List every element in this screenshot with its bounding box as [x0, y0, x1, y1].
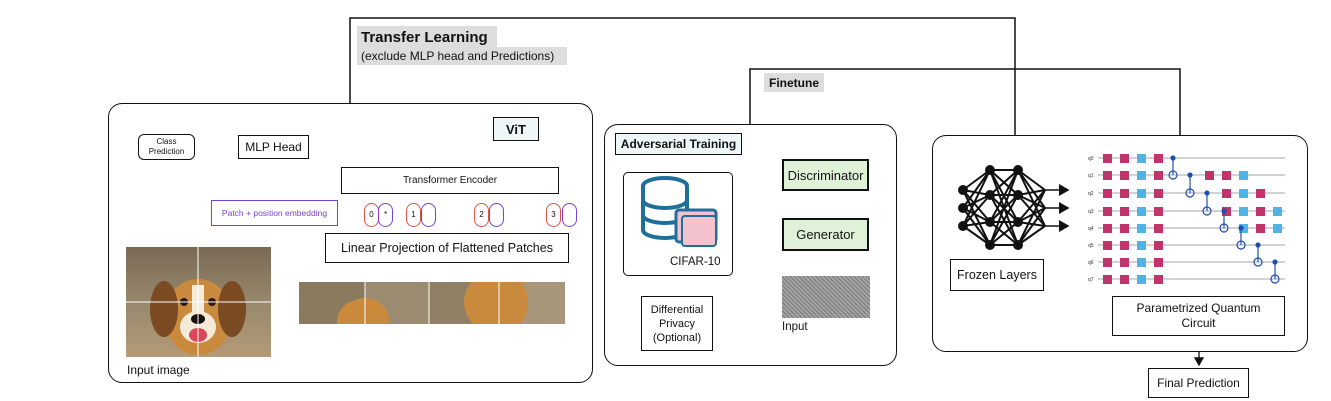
frozen-layers-box: Frozen Layers	[950, 259, 1044, 291]
token-pill-1b	[421, 203, 436, 227]
token-label-star: *	[383, 210, 388, 219]
vit-badge-text: ViT	[506, 121, 526, 137]
generator-box: Generator	[782, 218, 869, 251]
token-label-3: 3	[551, 210, 556, 219]
discriminator-text: Discriminator	[787, 167, 864, 183]
qubit-label-6: q6	[1088, 260, 1094, 266]
qubit-label-3: q3	[1088, 209, 1094, 215]
final-prediction-text: Final Prediction	[1157, 376, 1240, 390]
finetune-label: Finetune	[764, 73, 824, 92]
token-label-2: 2	[479, 210, 484, 219]
transfer-learning-subtitle: (exclude MLP head and Predictions)	[361, 49, 555, 63]
qubit-label-5: q5	[1088, 243, 1094, 249]
qubit-label-0: q0	[1088, 156, 1094, 162]
dog-illustration	[126, 247, 271, 357]
token-label-1: 1	[411, 210, 416, 219]
qubit-label-2: q2	[1088, 191, 1094, 197]
qubit-label-1: q1	[1088, 173, 1094, 179]
transformer-encoder-box: Transformer Encoder	[341, 167, 559, 194]
token-pill-1	[406, 203, 421, 227]
pqc-text: Parametrized Quantum Circuit	[1136, 301, 1261, 330]
qubit-label-7: q7	[1088, 277, 1094, 283]
token-pill-2	[474, 203, 489, 227]
patch-strip	[299, 282, 565, 324]
token-pill-3	[546, 203, 561, 227]
patch-strip-illustration	[299, 282, 565, 324]
token-pill-2b	[489, 203, 504, 227]
input-image-label: Input image	[127, 363, 190, 377]
token-pill-3b	[562, 203, 577, 227]
pqc-box: Parametrized Quantum Circuit	[1112, 296, 1285, 336]
patch-embedding-box: Patch + position embedding	[211, 200, 338, 226]
token-label-0: 0	[369, 210, 374, 219]
vit-badge: ViT	[493, 117, 539, 141]
input-image	[126, 247, 271, 357]
linear-projection-text: Linear Projection of Flattened Patches	[341, 241, 553, 255]
adversarial-title-text: Adversarial Training	[620, 137, 737, 151]
input-label: Input	[782, 321, 808, 333]
discriminator-box: Discriminator	[782, 159, 869, 191]
qubit-label-4: q4	[1088, 226, 1094, 232]
dp-text: Differential Privacy (Optional)	[650, 303, 704, 344]
transformer-encoder-text: Transformer Encoder	[402, 175, 498, 186]
generator-text: Generator	[796, 227, 855, 242]
mlp-head-text: MLP Head	[245, 140, 302, 154]
class-prediction-text: Class Prediction	[148, 137, 185, 156]
adversarial-title-box: Adversarial Training	[615, 133, 742, 155]
frozen-layers-text: Frozen Layers	[957, 268, 1037, 282]
final-prediction-box: Final Prediction	[1148, 368, 1249, 398]
patch-embedding-text: Patch + position embedding	[221, 208, 328, 218]
noise-image	[782, 276, 870, 318]
token-pill-star	[378, 203, 393, 227]
transfer-subtitle-bg	[357, 47, 567, 65]
finetune-text: Finetune	[769, 75, 819, 90]
cifar-label: CIFAR-10	[670, 256, 721, 268]
class-prediction-box: Class Prediction	[138, 134, 195, 160]
mlp-head-box: MLP Head	[238, 135, 309, 159]
transfer-learning-label	[357, 26, 497, 48]
linear-projection-box: Linear Projection of Flattened Patches	[325, 233, 569, 263]
transfer-learning-title: Transfer Learning	[361, 29, 488, 46]
differential-privacy-box: Differential Privacy (Optional)	[641, 296, 713, 351]
